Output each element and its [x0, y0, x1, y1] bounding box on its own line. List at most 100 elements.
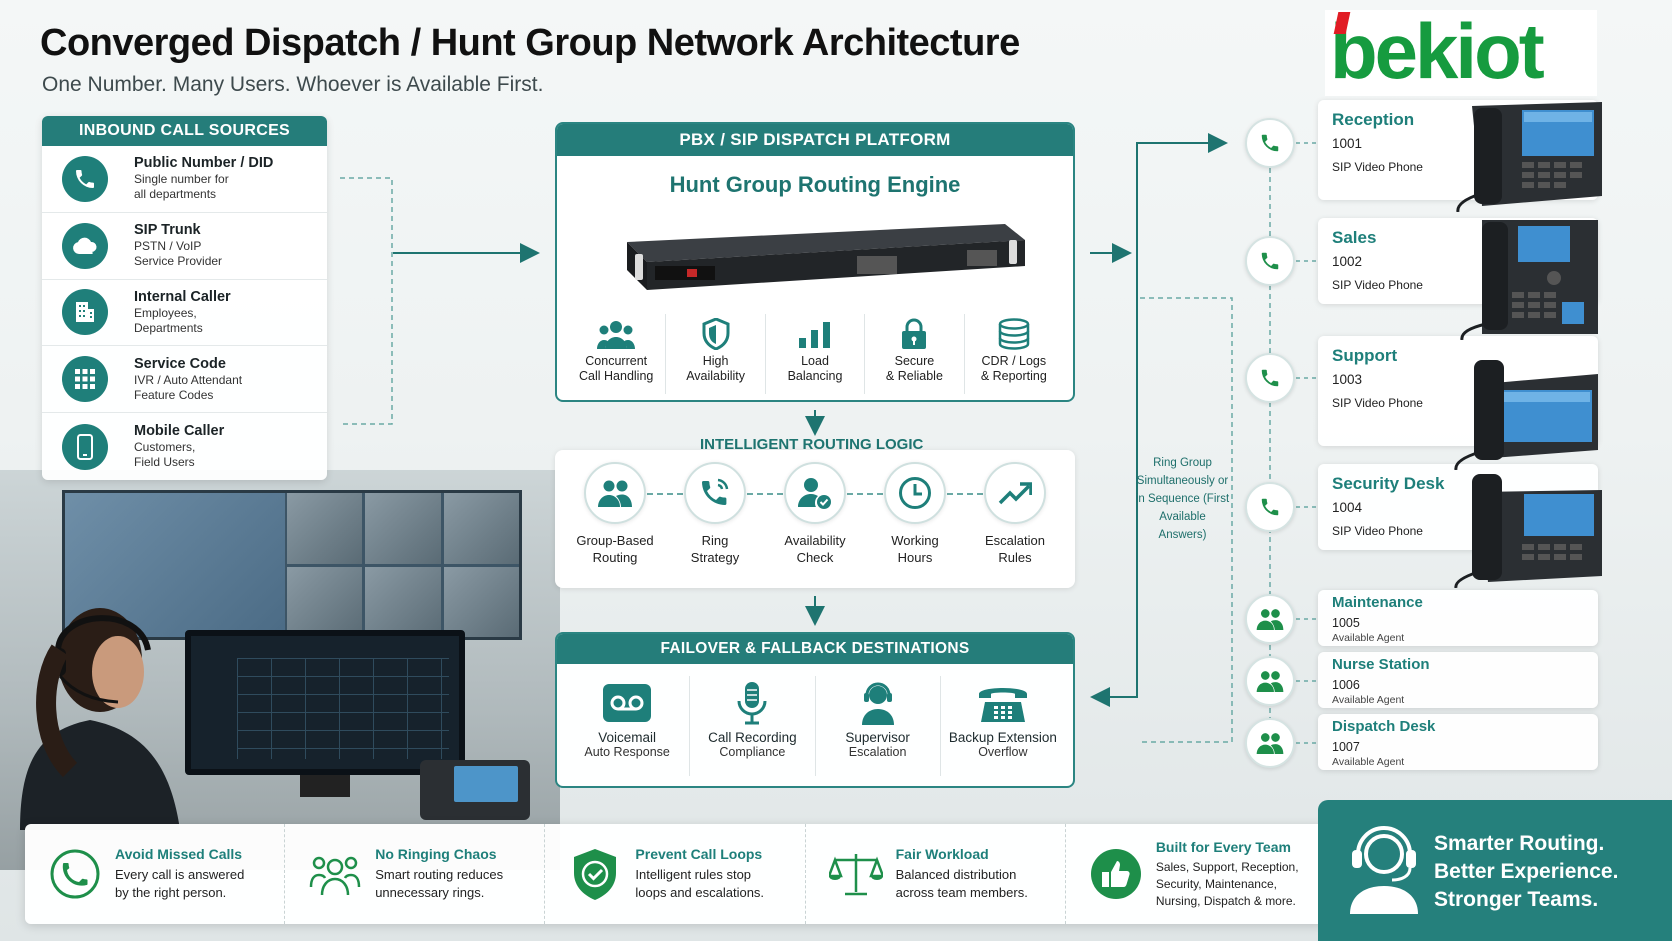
source-desc: Service Provider	[134, 254, 223, 269]
cloud-icon	[62, 222, 108, 269]
destination-name: Nurse Station	[1332, 656, 1430, 673]
sip-video-phone-image	[1460, 220, 1598, 340]
pbx-server-image	[627, 224, 1025, 290]
benefit-built-for-every-team: Built for Every Team Sales, Support, Rec…	[1066, 824, 1325, 924]
failover-voicemail: Voicemail Auto Response	[565, 676, 691, 776]
source-desc: IVR / Auto Attendant	[134, 372, 243, 387]
failover-desc: Overflow	[978, 745, 1028, 759]
feature-secure-reliable: Secure & Reliable	[865, 314, 965, 394]
benefits-bar: Avoid Missed Calls Every call is answere…	[25, 824, 1325, 924]
group-icon	[1245, 656, 1295, 706]
scales-icon	[828, 846, 884, 902]
routing-label: Escalation	[985, 533, 1045, 548]
source-desc: all departments	[134, 187, 217, 202]
routing-label: Check	[796, 550, 834, 565]
routing-label: Group-Based	[576, 533, 654, 548]
database-icon	[998, 314, 1030, 354]
feature-label: Secure	[894, 354, 935, 368]
desk-phone-icon	[977, 676, 1029, 730]
feature-concurrent-call-handling: Concurrent Call Handling	[567, 314, 667, 394]
routing-label: Strategy	[690, 550, 740, 565]
phone-icon	[1245, 353, 1295, 403]
benefit-desc: unnecessary rings.	[375, 885, 485, 900]
feature-label: Load	[801, 354, 829, 368]
destination-type: SIP Video Phone	[1332, 396, 1423, 410]
source-desc: PSTN / VoIP	[134, 239, 202, 254]
feature-label: CDR / Logs	[981, 354, 1047, 368]
benefit-title: No Ringing Chaos	[375, 846, 497, 862]
routing-logic-panel: Group-Based Routing Ring Strategy Availa…	[555, 450, 1075, 588]
destination-name: Dispatch Desk	[1332, 718, 1436, 735]
sip-video-phone-image	[1454, 360, 1598, 470]
routing-ring-strategy: Ring Strategy	[665, 462, 765, 566]
source-desc: Field Users	[134, 455, 195, 470]
destination-extension: 1007	[1332, 740, 1360, 754]
source-public-number: Public Number / DID Single number for al…	[42, 146, 327, 213]
feature-high-availability: High Availability	[666, 314, 766, 394]
failover-backup-extension: Backup Extension Overflow	[941, 676, 1065, 776]
failover-name: Backup Extension	[948, 730, 1057, 745]
destination-extension: 1006	[1332, 678, 1360, 692]
inbound-heading: INBOUND CALL SOURCES	[42, 116, 327, 146]
clock-icon	[884, 462, 946, 524]
headset-user-icon	[858, 676, 898, 730]
routing-heading: INTELLIGENT ROUTING LOGIC	[700, 436, 924, 453]
destination-extension: 1003	[1332, 372, 1363, 387]
slogan-line: Stronger Teams.	[1434, 888, 1599, 911]
bars-icon	[798, 314, 832, 354]
source-name: Mobile Caller	[134, 423, 225, 440]
feature-label: High	[702, 354, 729, 368]
benefit-title: Avoid Missed Calls	[115, 846, 243, 862]
page-title: Converged Dispatch / Hunt Group Network …	[40, 22, 1020, 64]
destination-maintenance: Maintenance 1005 Available Agent	[1318, 590, 1598, 646]
destination-type: Available Agent	[1332, 694, 1405, 706]
phone-icon	[1245, 482, 1295, 532]
benefit-title: Prevent Call Loops	[635, 846, 763, 862]
benefit-title: Fair Workload	[895, 846, 989, 862]
group-icon	[1245, 718, 1295, 768]
phone-circle-icon	[47, 846, 103, 902]
operator-person	[20, 608, 180, 830]
phone-icon	[62, 155, 108, 202]
page-subtitle: One Number. Many Users. Whoever is Avail…	[42, 73, 544, 96]
source-sip-trunk: SIP Trunk PSTN / VoIP Service Provider	[42, 213, 327, 280]
source-desc: Employees,	[134, 305, 197, 320]
destination-extension: 1005	[1332, 616, 1360, 630]
source-desc: Single number for	[134, 172, 229, 187]
failover-desc: Escalation	[848, 745, 907, 759]
benefit-desc: Balanced distribution	[895, 867, 1017, 882]
destination-extension: 1004	[1332, 500, 1363, 515]
source-mobile-caller: Mobile Caller Customers, Field Users	[42, 413, 327, 480]
destination-type: Available Agent	[1332, 756, 1405, 768]
benefit-desc: Nursing, Dispatch & more.	[1155, 893, 1296, 908]
building-icon	[62, 289, 108, 336]
source-internal-caller: Internal Caller Employees, Departments	[42, 280, 327, 347]
phone-icon	[1245, 118, 1295, 168]
failover-desc: Compliance	[719, 745, 786, 759]
slogan-line: Better Experience.	[1434, 860, 1619, 883]
feature-label: & Reporting	[980, 369, 1047, 383]
source-desc: Feature Codes	[134, 387, 214, 402]
failover-desc: Auto Response	[584, 745, 670, 759]
source-name: Public Number / DID	[134, 155, 274, 172]
pbx-heading: PBX / SIP DISPATCH PLATFORM	[557, 124, 1073, 156]
routing-label: Ring	[701, 533, 729, 548]
source-desc: Departments	[134, 320, 203, 335]
routing-label: Working	[891, 533, 939, 548]
benefit-desc: loops and escalations.	[635, 885, 765, 900]
benefit-desc: Sales, Support, Reception,	[1155, 859, 1299, 874]
destination-type: SIP Video Phone	[1332, 524, 1423, 538]
destination-nurse-station: Nurse Station 1006 Available Agent	[1318, 652, 1598, 708]
benefit-no-ringing-chaos: No Ringing Chaos Smart routing reduces u…	[285, 824, 546, 924]
slogan-panel: Smarter Routing. Better Experience. Stro…	[1318, 800, 1672, 941]
monitor-stand	[300, 775, 350, 797]
feature-label: & Reliable	[885, 369, 943, 383]
destination-name: Reception	[1332, 110, 1415, 129]
routing-escalation-rules: Escalation Rules	[965, 462, 1065, 566]
voicemail-icon	[602, 676, 652, 730]
headset-agent-icon	[1350, 826, 1418, 914]
benefit-avoid-missed-calls: Avoid Missed Calls Every call is answere…	[25, 824, 286, 924]
video-wall	[62, 490, 522, 640]
desk-phone-photo	[420, 760, 530, 820]
brand-logo: bekiot	[1330, 7, 1545, 95]
